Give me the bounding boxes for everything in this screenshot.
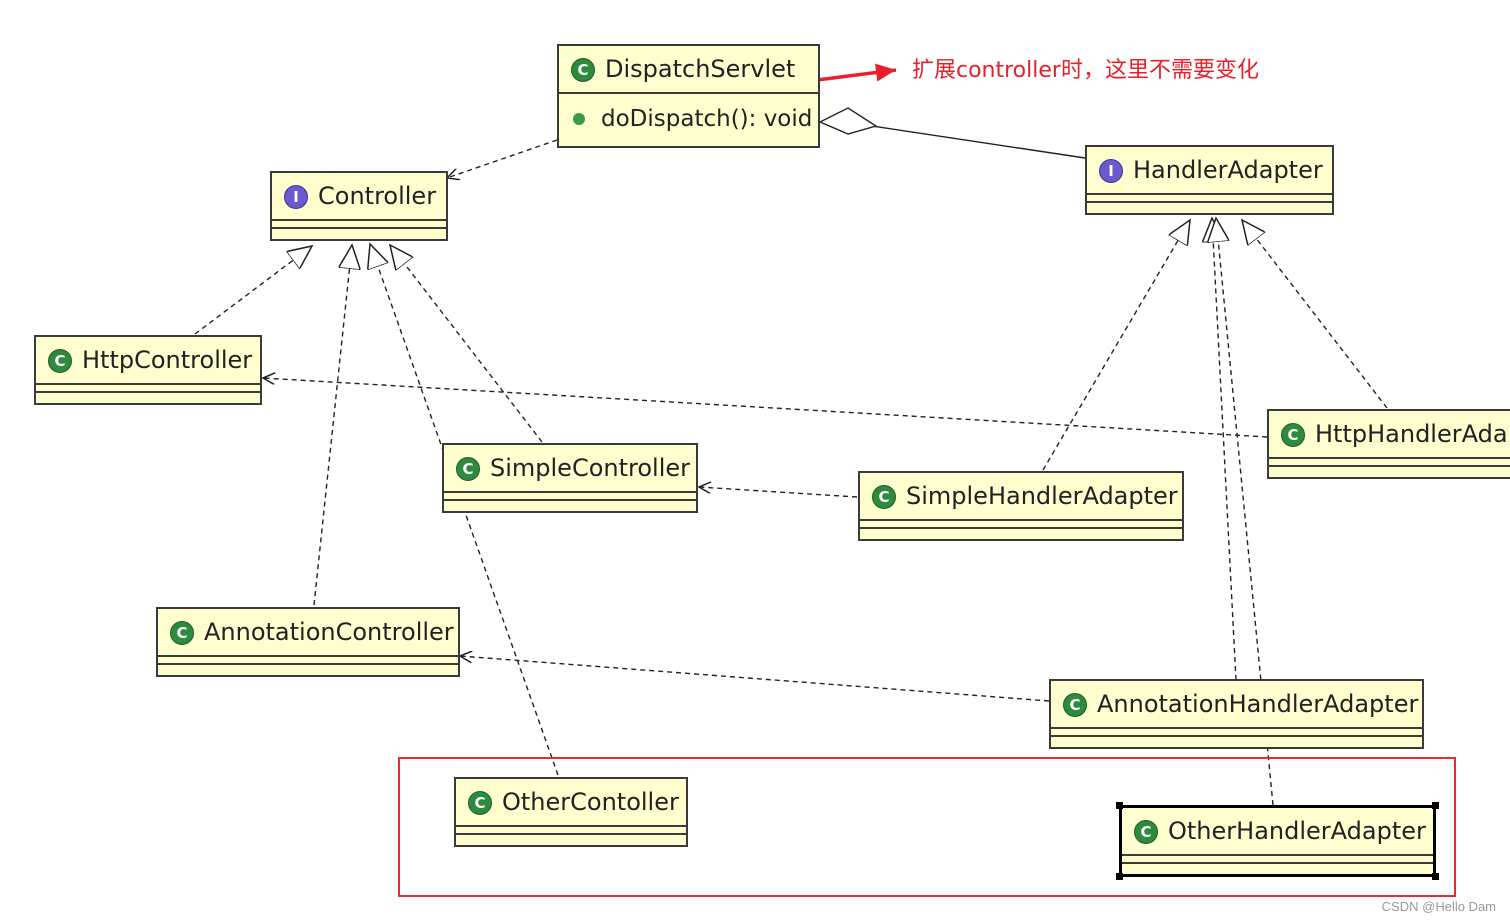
class-http-handler-adapter[interactable]: C HttpHandlerAda [1267, 409, 1510, 479]
edge-simple-adapter-implements [1042, 220, 1190, 471]
class-icon: C [872, 485, 896, 509]
class-other-handler-adapter[interactable]: C OtherHandlerAdapter [1119, 805, 1436, 877]
class-name: OtherHandlerAdapter [1168, 817, 1426, 845]
interface-icon: I [1099, 159, 1123, 183]
public-method-icon [573, 113, 585, 125]
class-icon: C [48, 349, 72, 373]
edge-simple-controller-implements [390, 245, 543, 443]
annotation-text: 扩展controller时，这里不需要变化 [912, 58, 1259, 83]
class-icon: C [1134, 820, 1158, 844]
edge-http-controller-implements [194, 246, 312, 335]
class-icon: C [456, 457, 480, 481]
interface-icon: I [284, 185, 308, 209]
edge-http-adapter-implements [1242, 220, 1388, 409]
class-name: DispatchServlet [605, 55, 796, 83]
selection-handle[interactable] [1116, 802, 1123, 809]
class-icon: C [1281, 423, 1305, 447]
edge-dispatch-to-controller [447, 139, 558, 178]
interface-name: Controller [318, 182, 437, 210]
method-row[interactable]: doDispatch(): void [559, 100, 818, 138]
edge-annotation-adapter-uses-annotation-controller [460, 656, 1050, 702]
class-name: OtherContoller [502, 788, 679, 816]
class-name: AnnotationController [204, 618, 454, 646]
selection-handle[interactable] [1432, 873, 1439, 880]
class-name: HttpHandlerAda [1315, 420, 1508, 448]
interface-name: HandlerAdapter [1133, 156, 1323, 184]
class-name: SimpleController [490, 454, 691, 482]
class-icon: C [1063, 693, 1087, 717]
class-simple-handler-adapter[interactable]: C SimpleHandlerAdapter [858, 471, 1184, 541]
edge-simple-adapter-uses-simple-controller [699, 487, 858, 498]
class-annotation-controller[interactable]: C AnnotationController [156, 607, 460, 677]
selection-handle[interactable] [1116, 873, 1123, 880]
method-signature: doDispatch(): void [601, 106, 813, 132]
annotation-arrow [816, 63, 897, 82]
class-name: HttpController [82, 346, 253, 374]
class-icon: C [170, 621, 194, 645]
selection-handle[interactable] [1432, 802, 1439, 809]
edge-annotation-controller-implements [313, 245, 352, 606]
class-name: AnnotationHandlerAdapter [1097, 690, 1419, 718]
aggregation-diamond [818, 107, 878, 135]
class-icon: C [468, 791, 492, 815]
class-icon: C [571, 58, 595, 82]
interface-controller[interactable]: I Controller [270, 171, 448, 241]
edge-dispatch-aggregates-adapter [871, 125, 1086, 159]
class-http-controller[interactable]: C HttpController [34, 335, 262, 405]
highlight-box [398, 757, 1456, 897]
class-dispatch-servlet[interactable]: C DispatchServlet doDispatch(): void [557, 44, 820, 148]
class-other-controller[interactable]: C OtherContoller [454, 777, 688, 847]
class-name: SimpleHandlerAdapter [906, 482, 1178, 510]
watermark: CSDN @Hello Dam [1381, 899, 1496, 914]
class-annotation-handler-adapter[interactable]: C AnnotationHandlerAdapter [1049, 679, 1424, 749]
edge-http-adapter-uses-http-controller [263, 378, 1268, 438]
class-simple-controller[interactable]: C SimpleController [442, 443, 698, 513]
edge-annotation-adapter-implements [1212, 218, 1237, 681]
interface-handler-adapter[interactable]: I HandlerAdapter [1085, 145, 1334, 215]
